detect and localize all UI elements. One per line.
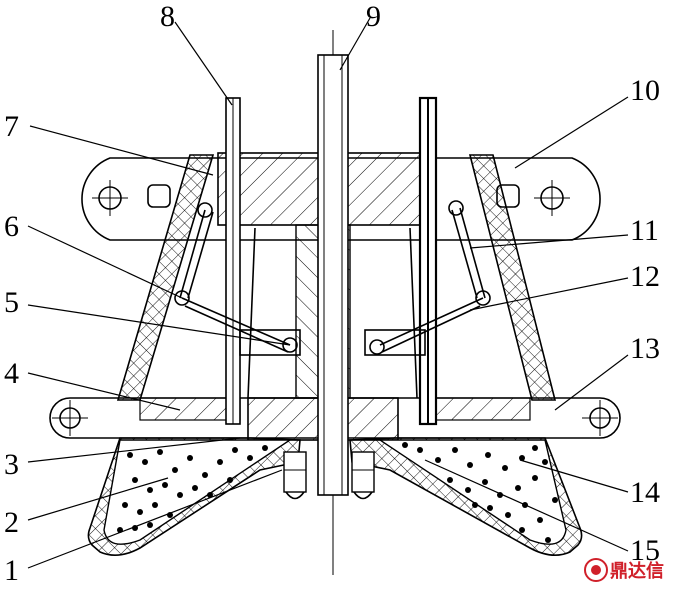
linkage-arms xyxy=(174,200,491,399)
vertical-rods xyxy=(225,96,438,426)
label-14: 14 xyxy=(630,476,660,509)
label-5: 5 xyxy=(4,286,19,319)
particle-fill-right xyxy=(402,442,558,543)
label-15: 15 xyxy=(630,534,660,567)
label-12: 12 xyxy=(630,260,660,293)
central-shaft xyxy=(317,54,349,496)
label-8: 8 xyxy=(160,0,175,33)
label-13: 13 xyxy=(630,332,660,365)
watermark-logo: 鼎达信 xyxy=(584,558,664,582)
label-6: 6 xyxy=(4,210,19,243)
bottom-nuts xyxy=(283,451,375,500)
label-9: 9 xyxy=(366,0,381,33)
label-11: 11 xyxy=(630,214,659,247)
bottom-hopper xyxy=(87,437,583,556)
leader-lines xyxy=(27,17,629,569)
label-4: 4 xyxy=(4,357,19,390)
label-1: 1 xyxy=(4,554,19,587)
watermark-text: 鼎达信 xyxy=(610,560,664,582)
lower-lug-plate xyxy=(49,397,621,439)
label-7: 7 xyxy=(4,110,19,143)
particle-fill-left xyxy=(117,445,268,533)
label-10: 10 xyxy=(630,74,660,107)
label-3: 3 xyxy=(4,448,19,481)
label-2: 2 xyxy=(4,506,19,539)
